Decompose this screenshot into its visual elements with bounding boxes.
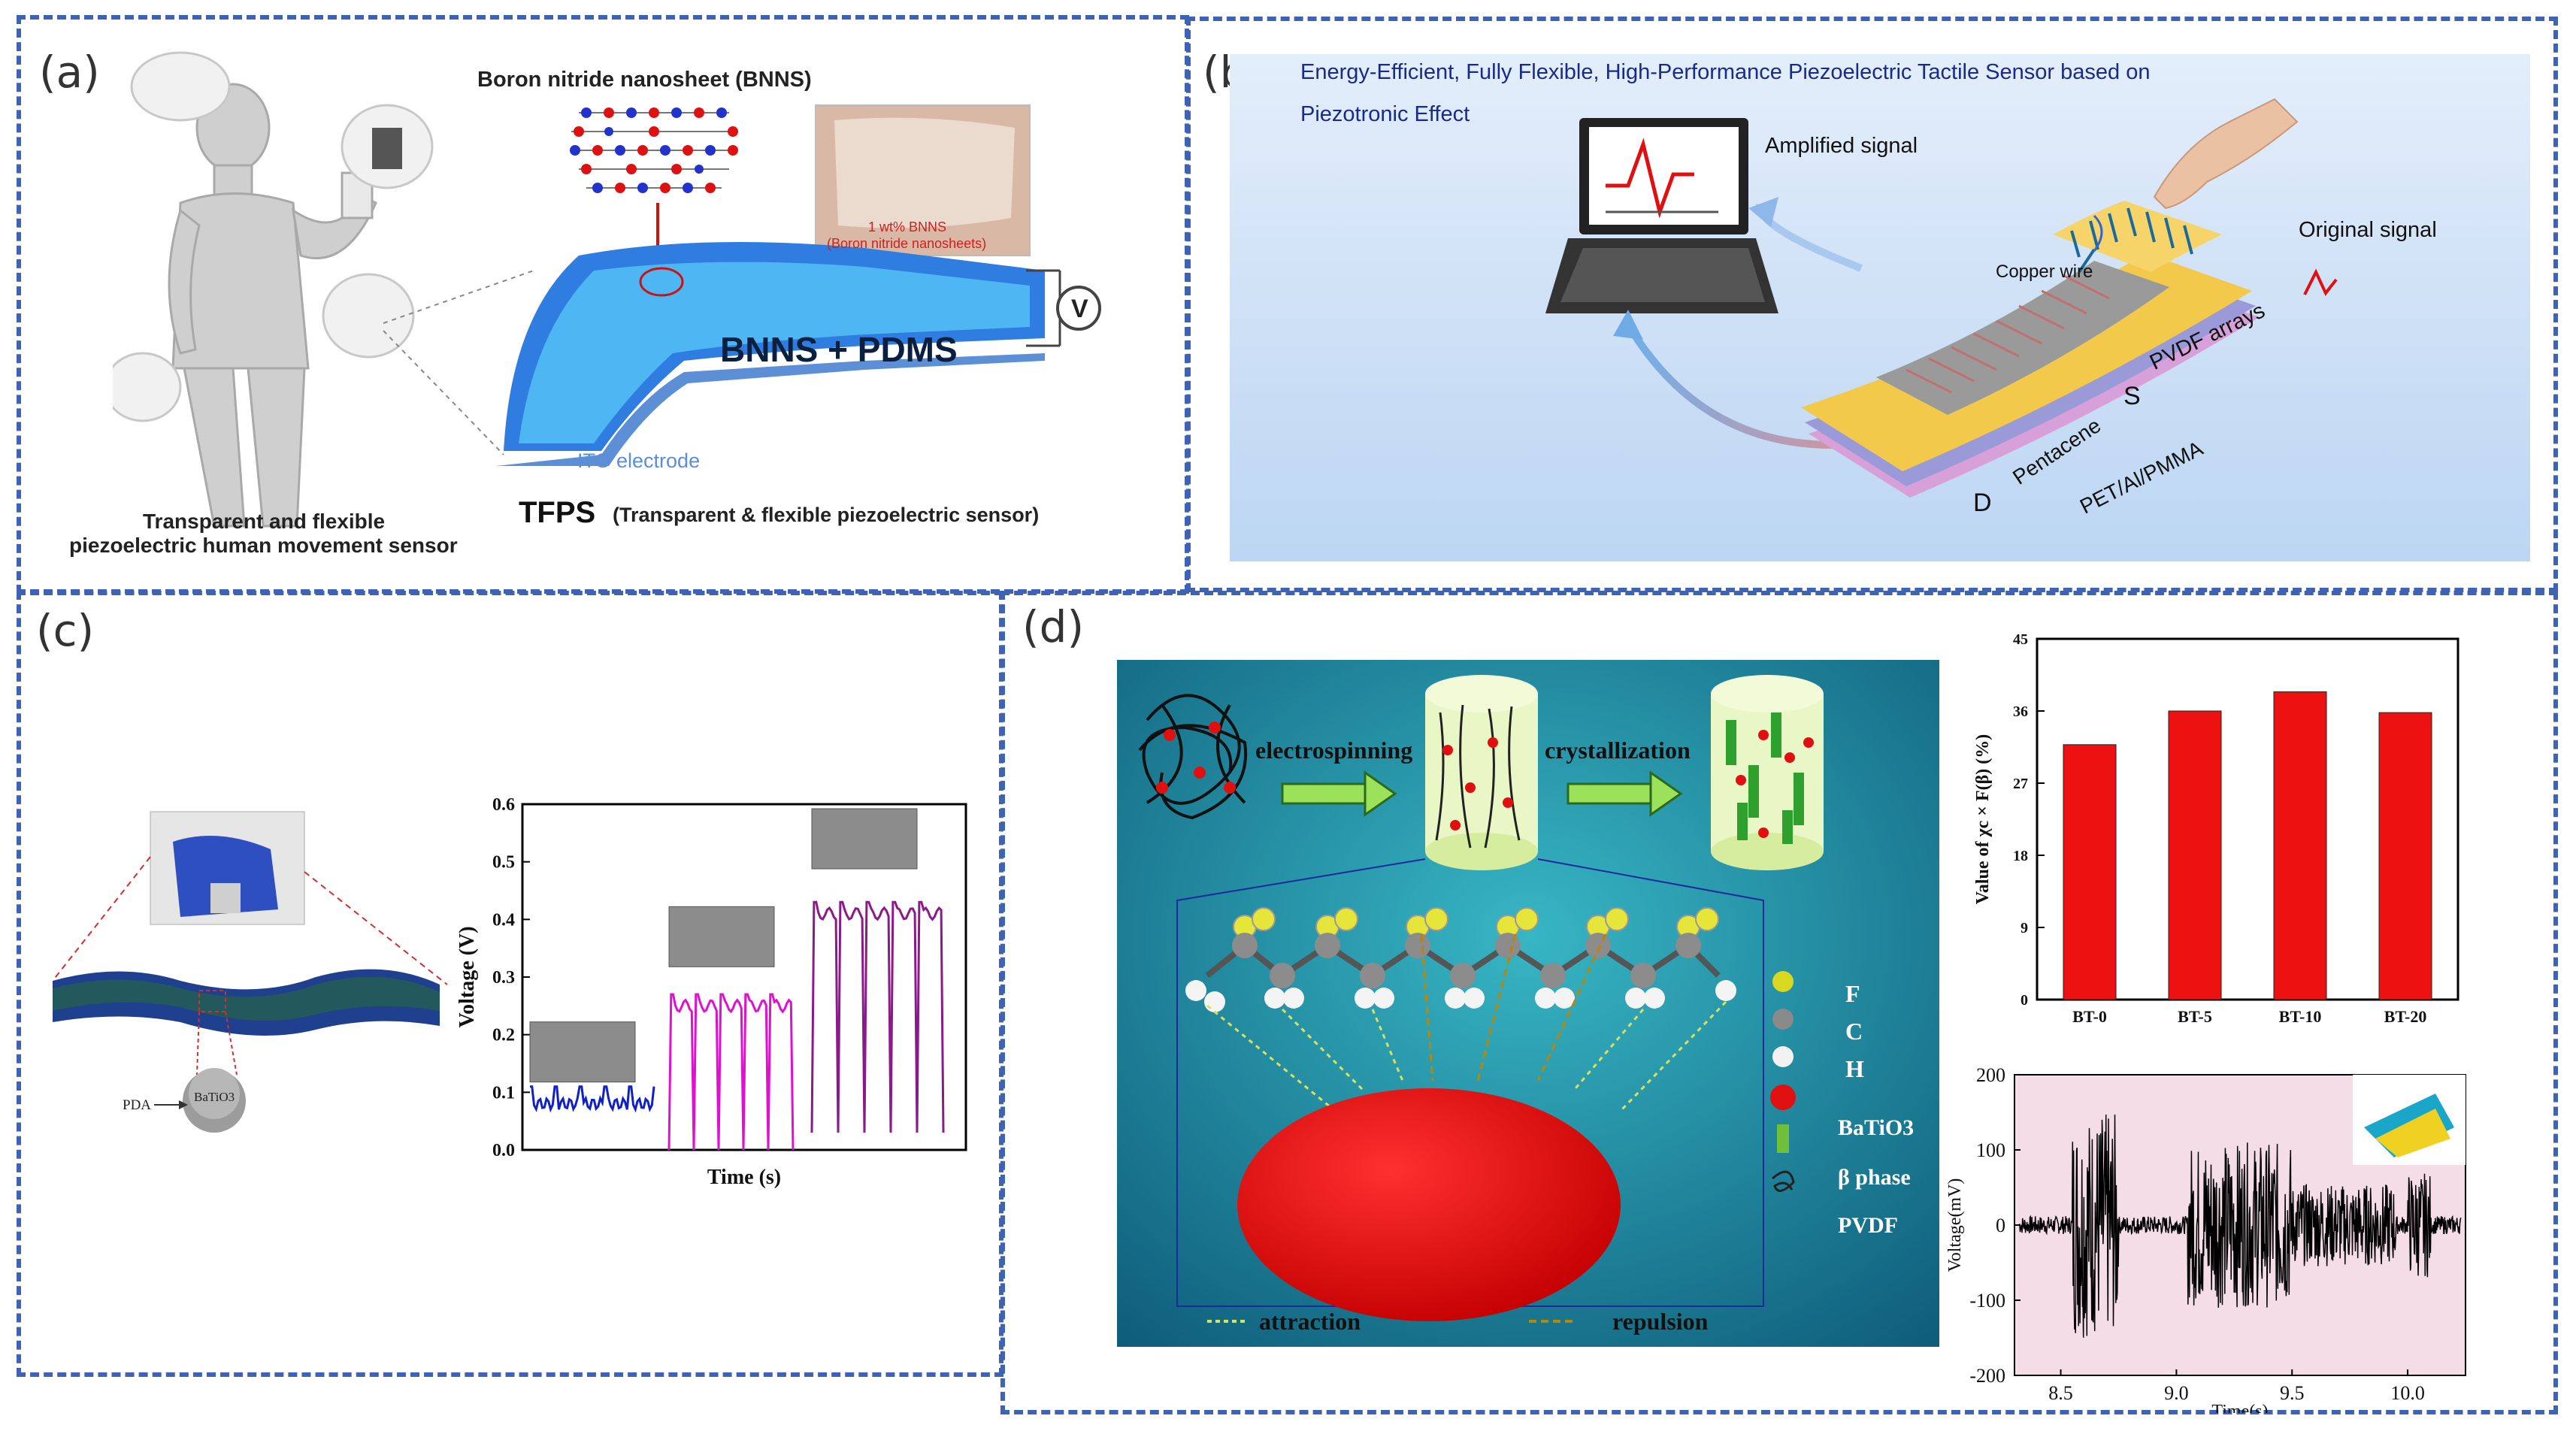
x-tick-label-wave: 9.0 xyxy=(2164,1382,2189,1404)
panel-d-illustration xyxy=(1117,660,1939,1347)
copper-wire-label: Copper wire xyxy=(1996,262,2093,282)
y-tick-label-c: 0.2 xyxy=(492,1026,515,1045)
device-inset-layer-2 xyxy=(2375,1109,2450,1157)
legend-h: H xyxy=(1845,1055,1864,1082)
panel-a-illustration xyxy=(113,51,1101,528)
x-tick-label-bar: BT-10 xyxy=(2279,1007,2322,1026)
panel-c-label: (c) xyxy=(36,605,95,656)
x-axis-label-wave: Time(s) xyxy=(2211,1402,2268,1413)
bnns-title: Boron nitride nanosheet (BNNS) xyxy=(477,68,812,92)
bnns-pdms-film xyxy=(496,242,1045,466)
pvdf-chain xyxy=(1185,907,1736,1012)
bar-bt-5 xyxy=(2168,710,2222,1000)
phone-icon xyxy=(372,128,402,169)
tfps-title: TFPS xyxy=(519,496,596,529)
panel-b-frame xyxy=(1186,17,2558,592)
photo-caption-1: 1 wt% BNNS xyxy=(868,219,947,234)
voltmeter-symbol: V xyxy=(1071,295,1088,323)
photo-thumb-c-2 xyxy=(668,906,775,967)
voltmeter-icon xyxy=(1056,286,1101,331)
human-caption-1: Transparent and flexible xyxy=(143,510,386,533)
photo-thumb-c-1 xyxy=(529,1021,636,1083)
legend-batio3: BaTiO3 xyxy=(1838,1115,1915,1140)
y-tick-label-bar: 9 xyxy=(2021,920,2028,936)
voltage-trace-d xyxy=(2018,1114,2462,1338)
legend-f: F xyxy=(1845,980,1860,1007)
bar-bt-20 xyxy=(2378,712,2432,1000)
legend-markers xyxy=(1770,971,1796,1192)
panel-b-title-line2: Piezotronic Effect xyxy=(1300,102,1470,126)
pda-label: PDA xyxy=(123,1097,152,1113)
crystal-cylinder xyxy=(1711,675,1824,870)
y-tick-label-wave: 0 xyxy=(1996,1215,2005,1236)
finger-icon xyxy=(2153,98,2299,210)
amplified-signal-label: Amplified signal xyxy=(1765,134,1918,158)
pvdf-tangle xyxy=(1138,694,1248,820)
photo-thumb-c-3 xyxy=(811,808,918,870)
bar-bt-10 xyxy=(2273,691,2327,1000)
panel-b-illustration xyxy=(1545,98,2338,498)
panel-a-label: (a) xyxy=(39,47,100,98)
legend-c: C xyxy=(1845,1018,1863,1045)
original-signal-label: Original signal xyxy=(2299,218,2437,242)
photo-caption-2: (Boron nitride nanosheets) xyxy=(827,236,987,251)
bnns-pdms-label: BNNS + PDMS xyxy=(720,330,958,369)
x-tick-label-bar: BT-20 xyxy=(2384,1007,2427,1026)
y-tick-label-c: 0.1 xyxy=(492,1083,515,1103)
batio3-label: BaTiO3 xyxy=(194,1090,235,1104)
crystallization-label: crystallization xyxy=(1545,737,1691,764)
voltage-series-c-3 xyxy=(810,900,945,1133)
sensor-device xyxy=(1801,201,2260,498)
source-label: S xyxy=(2123,382,2141,410)
voltage-series-c-1 xyxy=(530,1085,655,1113)
y-tick-label-c: 0.4 xyxy=(492,910,515,930)
y-tick-label-wave: -100 xyxy=(1969,1290,2005,1311)
y-tick-label-wave: -200 xyxy=(1969,1365,2005,1387)
legend-pvdf: PVDF xyxy=(1838,1213,1898,1238)
repulsion-label: repulsion xyxy=(1612,1308,1709,1335)
panel-b-title-line1: Energy-Efficient, Fully Flexible, High-P… xyxy=(1300,60,2151,84)
x-tick-label-wave: 8.5 xyxy=(2048,1382,2073,1404)
attraction-label: attraction xyxy=(1259,1308,1361,1335)
tfps-subtitle: (Transparent & flexible piezoelectric se… xyxy=(613,504,1040,526)
y-tick-label-c: 0.3 xyxy=(492,968,515,988)
y-tick-label-c: 0.0 xyxy=(492,1141,515,1160)
x-tick-label-wave: 10.0 xyxy=(2390,1382,2425,1404)
human-caption-2: piezoelectric human movement sensor xyxy=(69,534,458,557)
x-tick-label-bar: BT-0 xyxy=(2072,1007,2107,1026)
voltage-series-c-2 xyxy=(667,993,795,1151)
y-tick-label-bar: 45 xyxy=(2013,631,2028,648)
ito-electrode-label: ITO electrode xyxy=(577,449,701,472)
batio3-particle-d xyxy=(1237,1088,1621,1321)
electrospinning-label: electrospinning xyxy=(1255,737,1413,764)
bar-bt-0 xyxy=(2063,744,2117,1000)
fiber-cylinder xyxy=(1425,675,1538,870)
y-tick-label-wave: 100 xyxy=(1976,1139,2005,1161)
panel-d-label: (d) xyxy=(1022,601,1085,652)
y-tick-label-c: 0.6 xyxy=(492,795,515,815)
panel-c-illustration xyxy=(52,811,448,1133)
y-axis-label-bar: Value of χc × F(β) (%) xyxy=(1973,734,1993,904)
y-tick-label-bar: 18 xyxy=(2013,848,2028,864)
y-axis-label-wave: Voltage(mV) xyxy=(1945,1178,1965,1272)
human-figure xyxy=(168,83,377,528)
y-tick-label-c: 0.5 xyxy=(492,853,515,873)
y-axis-label-c: Voltage (V) xyxy=(456,926,479,1027)
x-axis-label-c: Time (s) xyxy=(707,1166,781,1189)
panel-d-frame xyxy=(1000,591,2558,1414)
x-tick-label-wave: 9.5 xyxy=(2280,1382,2305,1404)
y-tick-label-bar: 27 xyxy=(2013,776,2028,792)
y-tick-label-wave: 200 xyxy=(1976,1064,2005,1086)
x-tick-label-bar: BT-5 xyxy=(2178,1007,2212,1026)
laptop-icon xyxy=(1545,118,1778,313)
drain-label: D xyxy=(1973,489,1992,517)
y-tick-label-bar: 0 xyxy=(2021,992,2028,1009)
legend-beta-phase: β phase xyxy=(1838,1165,1911,1190)
process-arrows xyxy=(1281,770,1683,817)
y-tick-label-bar: 36 xyxy=(2013,703,2028,720)
